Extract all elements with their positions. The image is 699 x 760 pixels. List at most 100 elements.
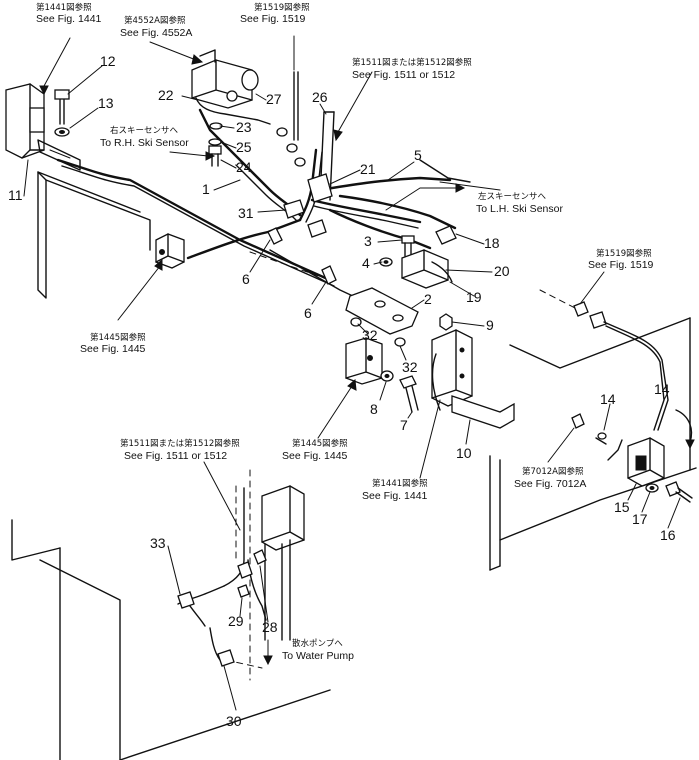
relay-20 xyxy=(401,249,449,289)
callout-22: 22 xyxy=(158,87,174,103)
callout-14b: 14 xyxy=(600,391,616,407)
callout-17: 17 xyxy=(632,511,648,527)
plate-2 xyxy=(345,287,419,335)
washer-17 xyxy=(645,483,659,493)
connector-30 xyxy=(217,649,235,667)
callout-13: 13 xyxy=(98,95,114,111)
ref-1441-mid-jp: 第1441図参照 xyxy=(372,478,428,489)
ref-1519-right-jp: 第1519図参照 xyxy=(596,248,652,259)
ref-1441-mid-en: See Fig. 1441 xyxy=(362,490,428,502)
callout-1: 1 xyxy=(202,181,210,197)
callout-29: 29 xyxy=(228,613,244,629)
ref-lh-sensor-en: To L.H. Ski Sensor xyxy=(476,203,563,215)
ref-4552a-en: See Fig. 4552A xyxy=(120,27,192,39)
callout-25: 25 xyxy=(236,139,252,155)
ref-water-pump-en: To Water Pump xyxy=(282,650,354,662)
callout-3: 3 xyxy=(364,233,372,249)
callout-2: 2 xyxy=(424,291,432,307)
pump-box xyxy=(261,485,305,641)
callout-27: 27 xyxy=(266,91,282,107)
ref-1441-top-jp: 第1441図参照 xyxy=(36,2,92,13)
callout-16: 16 xyxy=(660,527,676,543)
callout-9: 9 xyxy=(486,317,494,333)
ref-1519-top-en: See Fig. 1519 xyxy=(240,13,306,25)
sensor-bracket-27 xyxy=(191,49,259,109)
bracket-1445-mid xyxy=(345,337,383,385)
callout-8: 8 xyxy=(370,401,378,417)
ref-4552a-jp: 第4552A図参照 xyxy=(124,15,186,26)
callout-11: 11 xyxy=(8,187,23,203)
bracket-10 xyxy=(431,329,515,429)
bracket-22 xyxy=(195,97,271,125)
clamps-top xyxy=(276,71,306,167)
main-harness xyxy=(56,108,452,319)
bolt-3 xyxy=(401,235,415,257)
connector-33 xyxy=(177,591,195,609)
sensor-wire-14 xyxy=(539,289,669,461)
reference-labels: 第1441図参照 See Fig. 1441 第4552A図参照 See Fig… xyxy=(36,2,654,662)
callout-32a: 32 xyxy=(362,327,378,343)
connector-21 xyxy=(307,173,333,203)
sensor-block-left xyxy=(155,233,185,269)
ref-1445-left-jp: 第1445図参照 xyxy=(90,332,146,343)
callout-6b: 6 xyxy=(304,305,312,321)
callout-7: 7 xyxy=(400,417,408,433)
connector-28 xyxy=(253,549,267,565)
callout-23: 23 xyxy=(236,119,252,135)
machine-frame-left xyxy=(37,171,151,299)
connector-18 xyxy=(435,225,457,245)
ref-water-pump-jp: 散水ポンプへ xyxy=(292,638,343,649)
ref-1511-bottom-en: See Fig. 1511 or 1512 xyxy=(124,450,227,462)
callout-31: 31 xyxy=(238,205,254,221)
callout-14a: 14 xyxy=(654,381,670,397)
callout-19: 19 xyxy=(466,289,482,305)
switch-box-11 xyxy=(5,83,81,171)
washer-25 xyxy=(208,138,222,146)
ref-1445-mid-jp: 第1445図参照 xyxy=(292,438,348,449)
lh-harness xyxy=(338,159,501,230)
callout-21: 21 xyxy=(360,161,376,177)
ref-1441-top-en: See Fig. 1441 xyxy=(36,13,102,25)
connector-31 xyxy=(283,199,327,238)
washer-13 xyxy=(54,127,70,137)
rotation-arrow xyxy=(675,409,695,450)
bolt-7 xyxy=(399,375,419,413)
bolt-12 xyxy=(54,89,70,125)
callout-4: 4 xyxy=(362,255,370,271)
callout-24: 24 xyxy=(236,159,252,175)
callout-30: 30 xyxy=(226,713,242,729)
connector-19 xyxy=(431,261,453,283)
ref-1445-left-en: See Fig. 1445 xyxy=(80,343,146,355)
callout-26: 26 xyxy=(312,89,328,105)
pump-harness xyxy=(177,485,267,669)
ref-lh-sensor-jp: 左スキーセンサへ xyxy=(478,191,547,202)
bolt-16 xyxy=(665,481,693,503)
callout-numbers: 12 13 11 22 23 25 24 27 26 1 31 21 5 3 4… xyxy=(8,53,676,729)
connector-29 xyxy=(237,561,253,598)
connector-14b xyxy=(571,413,607,445)
callout-leaders xyxy=(23,65,681,711)
callout-12: 12 xyxy=(100,53,116,69)
ref-1511-top-en: See Fig. 1511 or 1512 xyxy=(352,69,455,81)
ref-7012a-en: See Fig. 7012A xyxy=(514,478,586,490)
ref-1445-mid-en: See Fig. 1445 xyxy=(282,450,348,462)
callout-15: 15 xyxy=(614,499,630,515)
callout-5: 5 xyxy=(414,147,422,163)
ref-1511-bottom-jp: 第1511図または第1512図参照 xyxy=(120,438,240,449)
nut-4 xyxy=(379,257,393,267)
callout-6a: 6 xyxy=(242,271,250,287)
callout-33: 33 xyxy=(150,535,166,551)
ref-rh-sensor-jp: 右スキーセンサへ xyxy=(110,125,179,136)
clamp-6b xyxy=(321,265,337,285)
ref-1519-right-en: See Fig. 1519 xyxy=(588,259,654,271)
ref-7012a-jp: 第7012A図参照 xyxy=(522,466,584,477)
callout-18: 18 xyxy=(484,235,500,251)
nut-9 xyxy=(439,313,453,331)
callout-20: 20 xyxy=(494,263,510,279)
leader-lines xyxy=(39,35,605,666)
clamp-6a xyxy=(267,227,283,245)
ref-1511-top-jp: 第1511図または第1512図参照 xyxy=(352,57,472,68)
nut-32b xyxy=(394,337,406,347)
